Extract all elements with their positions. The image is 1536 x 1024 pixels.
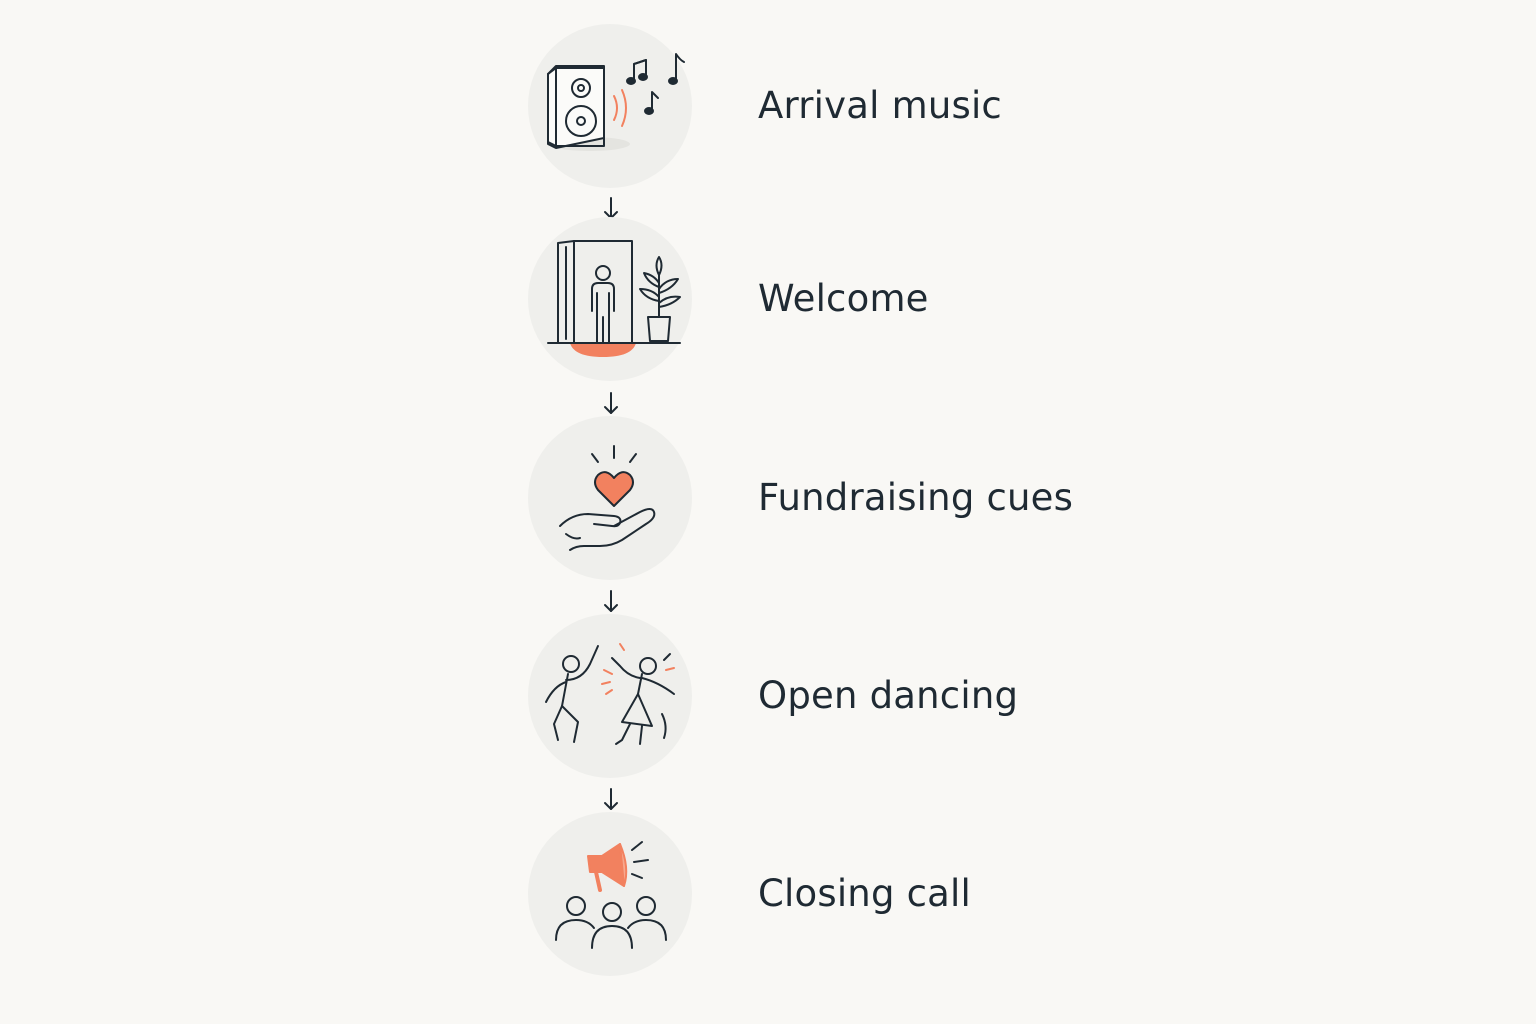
heart-in-hand-icon xyxy=(528,416,692,580)
step-label: Welcome xyxy=(758,277,929,320)
step-welcome: Welcome xyxy=(528,217,1228,381)
down-arrow-icon xyxy=(600,390,622,418)
step-open-dancing: Open dancing xyxy=(528,614,1228,778)
step-label: Open dancing xyxy=(758,674,1019,717)
down-arrow-icon xyxy=(600,786,622,814)
step-fundraising-cues: Fundraising cues xyxy=(528,416,1228,580)
step-label: Fundraising cues xyxy=(758,476,1074,519)
step-closing-call: Closing call xyxy=(528,812,1228,976)
doorway-person-icon xyxy=(528,217,692,381)
step-label: Arrival music xyxy=(758,84,1002,127)
speaker-music-icon xyxy=(528,24,692,188)
down-arrow-icon xyxy=(600,588,622,616)
dancing-couple-icon xyxy=(528,614,692,778)
megaphone-crowd-icon xyxy=(528,812,692,976)
step-arrival-music: Arrival music xyxy=(528,24,1228,188)
step-label: Closing call xyxy=(758,872,971,915)
